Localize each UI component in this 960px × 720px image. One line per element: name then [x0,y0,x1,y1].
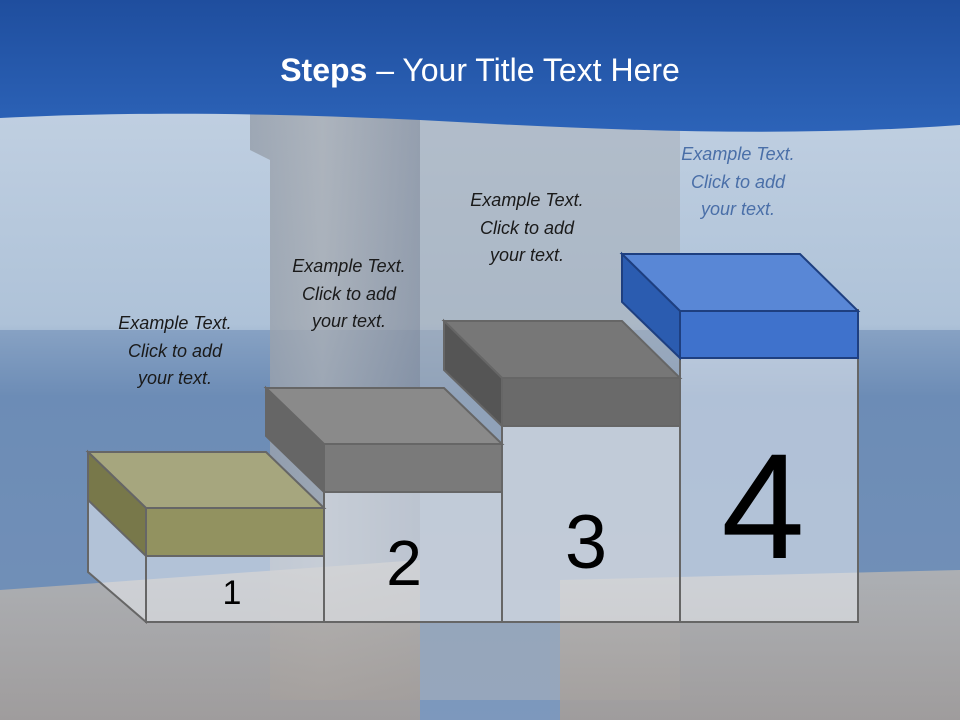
step-2-front [323,443,503,493]
step-3-number: 3 [565,500,607,585]
caption-line: your text. [700,199,776,219]
step-1-number: 1 [223,574,242,612]
caption-line: your text. [137,368,213,388]
step-4-block[interactable] [619,251,861,361]
caption-line: Click to add [690,171,786,192]
caption-line: your text. [489,245,565,265]
title-bold: Steps [280,52,368,88]
step-2-block[interactable] [263,385,505,495]
pedestal-4 [679,309,859,623]
step-3-front [501,377,681,427]
step-4-number: 4 [721,422,804,590]
step-1-block[interactable] [85,449,327,559]
caption-line: Click to add [479,217,575,238]
caption-line: Click to add [127,340,223,361]
caption-line: Example Text. [118,313,232,333]
title-rest: – Your Title Text Here [367,52,680,88]
caption-line: your text. [311,311,387,331]
step-3-caption[interactable]: Example Text. Click to add your text. [437,187,617,270]
step-2-caption[interactable]: Example Text. Click to add your text. [259,253,439,336]
header-band [0,0,960,132]
step-3-block[interactable] [441,318,683,429]
step-1-caption[interactable]: Example Text. Click to add your text. [85,310,265,393]
step-1-front [145,507,325,557]
caption-line: Click to add [301,283,397,304]
slide-title[interactable]: Steps – Your Title Text Here [0,52,960,89]
caption-line: Example Text. [681,144,795,164]
step-2-number: 2 [386,527,422,599]
caption-line: Example Text. [292,256,406,276]
step-4-front [679,310,859,359]
caption-line: Example Text. [470,190,584,210]
step-4-caption[interactable]: Example Text. Click to add your text. [648,141,828,224]
